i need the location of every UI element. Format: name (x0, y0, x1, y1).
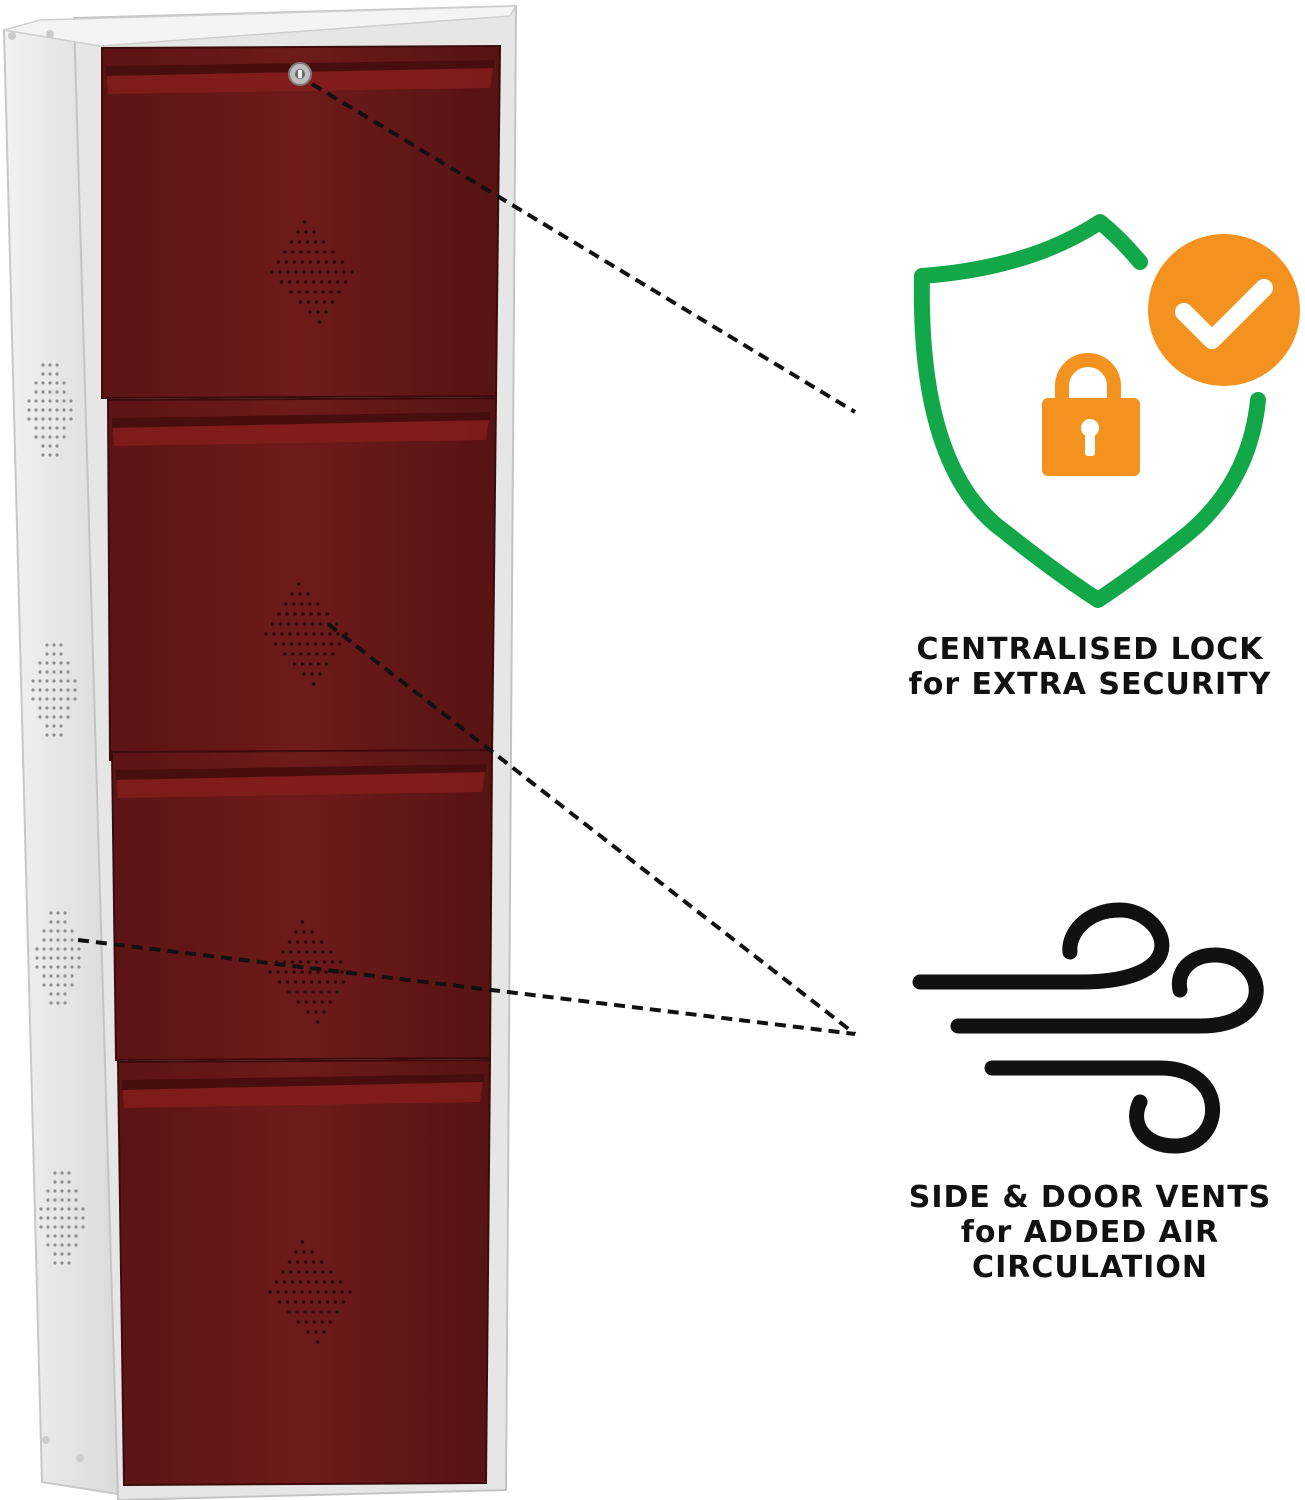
cabinet-door (116, 1058, 492, 1487)
feature-caption-vents: SIDE & DOOR VENTS for ADDED AIR CIRCULAT… (880, 1180, 1300, 1285)
callout-line-lock (310, 82, 857, 414)
shoe-cabinet (2, 4, 518, 1500)
callout-lines (77, 82, 857, 1036)
caption-vents-line3: CIRCULATION (972, 1250, 1208, 1285)
feature-caption-lock: CENTRALISED LOCK for EXTRA SECURITY (880, 632, 1300, 702)
screw-icon (46, 30, 54, 38)
door-lock (288, 62, 312, 86)
padlock-icon (1042, 353, 1140, 476)
screw-icon (76, 1454, 84, 1462)
cabinet-doors (101, 44, 502, 1487)
side-vent-pattern (27, 363, 73, 457)
cabinet-door (101, 44, 502, 400)
cabinet-door (110, 748, 494, 1062)
screw-icon (42, 1436, 50, 1444)
wind-icon (912, 902, 1264, 1154)
caption-lock-line1: CENTRALISED LOCK (916, 632, 1264, 667)
side-vent-pattern (31, 643, 77, 737)
door-vent-pattern (264, 582, 348, 686)
side-vent-pattern (35, 911, 81, 1005)
shield-outline (913, 214, 1266, 608)
cabinet-door (106, 396, 498, 762)
door-vent-pattern (270, 220, 354, 324)
caption-vents-line1: SIDE & DOOR VENTS (908, 1180, 1272, 1215)
callout-line-door-vent (326, 622, 857, 1036)
side-vent-pattern (39, 1171, 85, 1265)
shield-lock-check-icon (913, 214, 1300, 608)
cabinet-top (3, 5, 518, 47)
screw-icon (8, 32, 16, 40)
check-badge-icon (1148, 234, 1300, 386)
callout-line-side-vent (77, 938, 856, 1036)
door-vent-pattern (268, 1240, 352, 1344)
side-vent-groups (27, 363, 85, 1265)
caption-vents-line2: for ADDED AIR (960, 1215, 1220, 1250)
caption-lock-line2: for EXTRA SECURITY (908, 667, 1272, 702)
